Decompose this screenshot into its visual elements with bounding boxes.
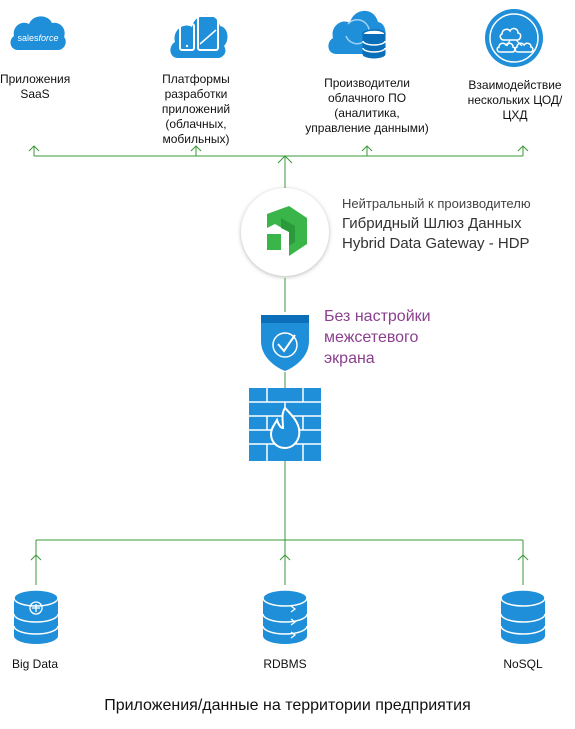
label-cloud-vendors: Производители облачного ПО (аналитика, у… [296,76,438,136]
database-icon [500,589,546,644]
shield-check-icon [261,315,309,371]
database-plus-icon [13,589,59,644]
cloud-database-icon [328,10,386,59]
label-app-platforms-text: Платформы разработки приложений (облачны… [161,72,231,146]
progress-logo-icon [241,188,329,276]
mobile-devices-cloud-icon [170,14,228,58]
firewall-note: Без настройки межсетевого экрана [324,306,431,369]
label-saas-apps: Приложения SaaS [0,72,70,102]
database-arrows-icon [262,589,308,644]
footer-caption: Приложения/данные на территории предприя… [104,697,471,714]
gateway-line1: Нейтральный к производителю [342,196,531,211]
label-app-platforms: Платформы разработки приложений (облачны… [132,72,260,147]
label-nosql: NoSQL [503,657,543,671]
multi-cloud-circle-icon [485,9,543,67]
firewall-icon [249,388,321,461]
gateway-description: Нейтральный к производителю Гибридный Шл… [342,194,531,254]
firewall-note-text: Без настройки межсетевого экрана [324,308,431,367]
gateway-line2: Гибридный Шлюз Данных [342,215,522,232]
label-saas-line1: Приложения SaaS [0,72,71,101]
label-rdbms: RDBMS [263,657,307,671]
label-big-data: Big Data [11,657,59,671]
label-multi-dc-text: Взаимодействие нескольких ЦОД/ ЦХД [467,78,563,122]
salesforce-logo-text: salesforce [17,33,58,43]
salesforce-cloud-icon: salesforce [10,16,66,50]
label-cloud-vendors-text: Производители облачного ПО (аналитика, у… [305,76,429,135]
gateway-line3: Hybrid Data Gateway - HDP [342,235,530,252]
label-multi-dc: Взаимодействие нескольких ЦОД/ ЦХД [456,78,574,123]
